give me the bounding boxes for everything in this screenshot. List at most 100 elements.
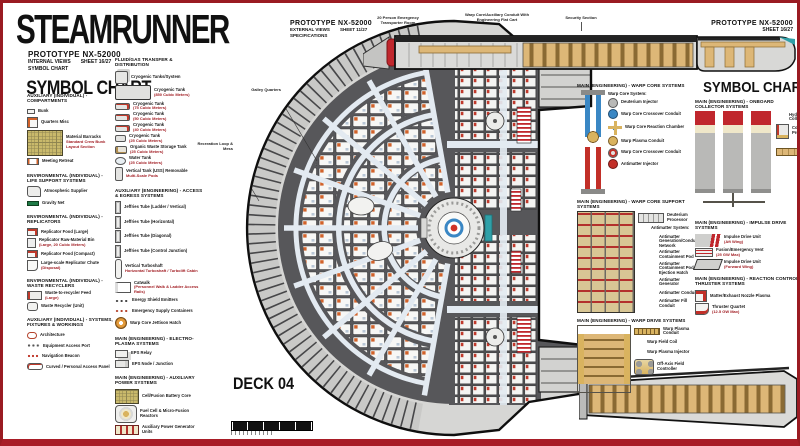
legend-item-label: Antimatter Fill Conduit (659, 298, 688, 309)
legend-item: Antimatter Fill Conduit (646, 298, 698, 309)
legend-item: Quarters Misc (27, 117, 113, 128)
rcs2-icon (695, 303, 709, 316)
legend-item: Antimatter System: (638, 224, 698, 233)
legend-item-label: Warp Core Crossover Conduit (621, 110, 681, 116)
legend-item: Cryogenic Tank(25 Cubic Meters) (115, 133, 205, 143)
c-red-icon (608, 159, 618, 169)
nacelle-top-drawing (362, 35, 698, 70)
jt-icon (115, 230, 121, 244)
legend-item-label: Replicator Raw-Material Bin (39, 237, 95, 243)
legend-item-label: Impulse Drive Unit (724, 258, 761, 264)
legend-item: Replicator Food (Large) (27, 228, 113, 237)
legend-item: Cryogenic Tank(850 Cubic Meters) (115, 85, 205, 100)
callout-security-section: Security Section (559, 15, 603, 31)
legend-item-label: Cell/Fusion Battery Core (142, 392, 191, 398)
legend-section-heading: MAIN (ENGINEERING) - ONBOARD COLLECTOR S… (695, 99, 774, 109)
jettison-icon (115, 317, 127, 330)
legend-item-sublabel: (Personnel Walk & Ladder Access Rails) (134, 284, 199, 294)
spacer (646, 280, 656, 284)
tank-icon (115, 102, 130, 110)
prototype-line: PROTOTYPE NX-52000 (16, 50, 206, 59)
legend-section-heading: MAIN (ENGINEERING) - AUXILIARY POWER SYS… (115, 375, 195, 386)
callout-transporter-room: 20 Person Emergency Transporter Room (369, 15, 427, 36)
legend-item: Deuterium Injector (608, 97, 695, 108)
legend-item-label: Cryogenic Tank (129, 133, 161, 139)
ship-class-title: STEAMRUNNER (16, 6, 230, 52)
legend-item: Impulse Drive Unit(Aft Wing) (695, 233, 797, 247)
gravity-icon (27, 200, 39, 206)
legend-item: Auxiliary Power Generator Units (115, 424, 205, 435)
specifications-label: SPECIFICATIONS (290, 32, 328, 38)
legend-section: MAIN (ENGINEERING) - REACTION CONTROL TH… (695, 276, 799, 317)
coil-icon (634, 327, 660, 335)
imp-aft-icon (695, 233, 721, 247)
turbo-icon (115, 259, 122, 280)
cross-icon (608, 120, 622, 135)
spacer (646, 267, 656, 271)
legend-item-label: EPS Relay (131, 350, 152, 356)
deck-number-label: DECK 04 (233, 374, 295, 393)
legend-item-label: Warp Core Reaction Chamber (625, 124, 685, 130)
legend-section-heading: MAIN (ENGINEERING) - WARP CORE SUPPORT S… (577, 199, 685, 209)
legend-section: ENVIRONMENTAL (INDIVIDUAL) - LIFE SUPPOR… (27, 173, 113, 210)
c-gray-icon (608, 97, 618, 108)
legend-item-label: Antimatter Containment Pod (659, 249, 694, 260)
legend-item-label: Water Tank (129, 155, 152, 161)
vent-icon (695, 248, 713, 258)
barracks-icon (27, 129, 63, 156)
legend-item-sublabel: (25 Cubic Meters) (129, 159, 163, 165)
legend-item: Antimatter Generation/Conduit Network (646, 234, 698, 249)
legend-item-label: Thruster Quartet (712, 303, 746, 309)
repl-chute-icon (27, 260, 38, 271)
legend-item-label: Catwalk (134, 279, 150, 285)
legend-item: Water Tank(25 Cubic Meters) (115, 155, 205, 165)
legend-item: Warp Core Reaction Chamber (608, 120, 695, 135)
legend-item: Warp Field Coil (634, 338, 695, 347)
legend-item: Cryogenic Tank(75 Cubic Meters) (115, 101, 205, 111)
views-line: EXTERNAL VIEWS SHEET 11/27 (290, 27, 390, 33)
legend-item: Warp Plasma Injector (634, 348, 695, 357)
legend-item-label: Waste Recycler (Unit) (41, 303, 84, 308)
legend-item-label: Jeffries Tube (Horizontal) (124, 218, 175, 224)
legend-item-label: Bunk (38, 107, 49, 113)
chart-label: SYMBOL CHART (28, 65, 69, 72)
fusion-icon (115, 405, 137, 424)
spacer (776, 115, 786, 119)
legend-item-sublabel: (25 GW Max) (716, 251, 741, 257)
legend-section: MAIN (ENGINEERING) - AUXILIARY POWER SYS… (115, 375, 205, 436)
legend-item: Jeffries Tube (Control Junction) (115, 244, 205, 258)
legend-section-heading: ENVIRONMENTAL (INDIVIDUAL) - LIFE SUPPOR… (27, 172, 103, 183)
legend-item-label: Atmospheric Supplier (44, 188, 88, 194)
legend-item-label: Antimatter Generator (659, 276, 680, 287)
jt-icon (115, 201, 121, 215)
spacer (646, 291, 656, 295)
legend-column-collectors: MAIN (ENGINEERING) - ONBOARD COLLECTOR S… (692, 99, 799, 322)
legend-item: Meeting Retreat (27, 157, 113, 166)
legend-item-sublabel: (Aft Wing) (724, 239, 744, 245)
legend-item-label: Antimatter Injector (621, 160, 659, 166)
rcs-icon (695, 289, 707, 302)
legend-item-sublabel: (40 Cubic Meters) (133, 127, 167, 133)
legend-section-heading: MAIN (ENGINEERING) - REACTION CONTROL TH… (695, 276, 799, 287)
tank-org-icon (115, 145, 127, 154)
access-port-icon (27, 343, 40, 349)
c-gold-icon (608, 136, 618, 146)
legend-item-label: Cryogenic Tank (154, 86, 186, 92)
legend-item: Matter/Exhaust Nozzle Plasma (695, 289, 797, 302)
legend-section: MAIN (ENGINEERING) - IMPULSE DRIVE SYSTE… (692, 220, 797, 271)
legend-section: AUXILIARY (ENGINEERING) - ACCESS & EGRES… (115, 188, 205, 331)
podarray-symbol-figure (577, 211, 635, 313)
goldbar-icon (776, 148, 797, 157)
legend-item: Deuterium Processor (638, 212, 698, 223)
legend-item: Warp Plasma Conduit (634, 326, 695, 337)
legend-item-sublabel: Horizontal Turboshaft / Turbolift Cabin (125, 268, 198, 274)
legend-item-label: Emergency Supply Containers (132, 307, 193, 313)
waste-sm-icon (27, 301, 38, 311)
legend-item-label: Cryogenic Tanks/System (131, 73, 181, 79)
legend-item: Cryogenic Tanks/System (115, 70, 205, 84)
